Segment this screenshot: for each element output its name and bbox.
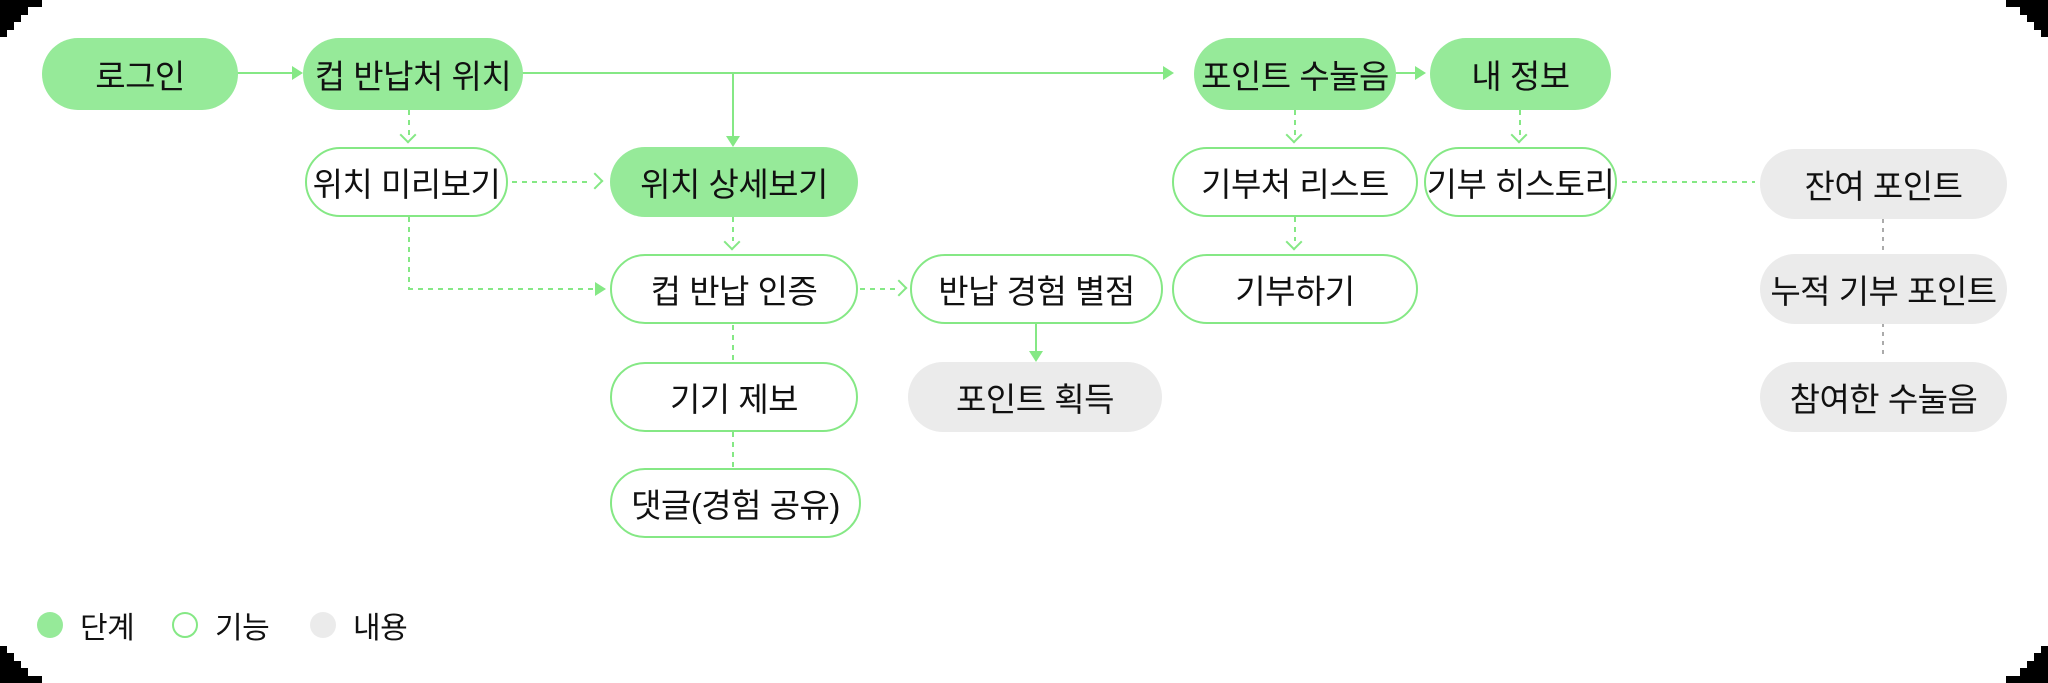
legend-item-content: 내용 [310, 599, 408, 651]
legend-function-dot-icon [172, 612, 198, 638]
legend-content-dot-icon [310, 612, 336, 638]
connector-rating-to-point-earn [1035, 324, 1037, 352]
corner-decoration [2005, 645, 2048, 683]
connector-my-info-to-history [1519, 110, 1521, 136]
chevron-down-icon [1510, 126, 1528, 144]
legend-item-function: 기능 [172, 599, 270, 651]
node-location-detail: 위치 상세보기 [610, 147, 858, 217]
arrowhead-right-icon [1163, 66, 1174, 80]
node-donation-history: 기부 히스토리 [1424, 147, 1617, 217]
arrowhead-right-icon [1415, 66, 1426, 80]
connector-cup-location-to-point-sunuleum [522, 72, 1164, 74]
chevron-down-icon [399, 126, 417, 144]
node-device-report: 기기 제보 [610, 362, 858, 432]
arrowhead-down-icon [1029, 351, 1043, 362]
connector-point-sunuleum-to-my-info [1378, 72, 1416, 74]
connector-verify-to-rating [860, 288, 896, 290]
node-cup-return-verify: 컵 반납 인증 [610, 254, 858, 324]
legend-step-label: 단계 [80, 612, 135, 645]
connector-preview-to-detail [512, 181, 592, 183]
connector-branch-to-location-detail [732, 74, 734, 137]
node-cup-return-location: 컵 반납처 위치 [303, 38, 523, 110]
chevron-down-icon [1285, 126, 1303, 144]
legend-item-step: 단계 [37, 599, 135, 651]
connector-remaining-to-cumulative [1882, 219, 1884, 251]
node-point-sunuleum: 포인트 수눌음 [1194, 38, 1396, 110]
corner-decoration [2005, 0, 2048, 38]
connector-point-sunuleum-to-donation-list [1294, 110, 1296, 136]
connector-preview-elbow-vertical [408, 217, 410, 289]
node-remaining-points: 잔여 포인트 [1760, 149, 2007, 219]
connector-cumulative-to-participated [1882, 323, 1884, 359]
legend-function-label: 기능 [215, 612, 270, 645]
connector-login-to-cup-location [237, 72, 293, 74]
arrowhead-down-icon [726, 136, 740, 147]
connector-cup-location-to-preview [408, 110, 410, 136]
node-location-preview: 위치 미리보기 [305, 147, 508, 217]
connector-device-report-to-comment [732, 432, 734, 468]
node-donate: 기부하기 [1172, 254, 1418, 324]
chevron-down-icon [1285, 233, 1303, 251]
corner-decoration [0, 0, 42, 37]
connector-history-to-remaining-points [1622, 181, 1755, 183]
connector-preview-elbow-horizontal [408, 288, 596, 290]
node-return-experience-rating: 반납 경험 별점 [910, 254, 1163, 324]
node-point-earn: 포인트 획득 [908, 362, 1162, 432]
arrowhead-right-icon [292, 66, 303, 80]
node-donation-list: 기부처 리스트 [1172, 147, 1418, 217]
chevron-right-icon [890, 279, 908, 297]
connector-detail-to-verify [732, 217, 734, 241]
legend-content-label: 내용 [353, 612, 408, 645]
node-comment-share: 댓글(경험 공유) [610, 468, 861, 538]
node-cumulative-donation-points: 누적 기부 포인트 [1760, 254, 2007, 324]
connector-verify-to-device-report [732, 325, 734, 362]
arrowhead-right-icon [595, 282, 606, 296]
node-my-info: 내 정보 [1430, 38, 1611, 110]
legend-step-dot-icon [37, 612, 63, 638]
connector-donation-list-to-donate [1294, 217, 1296, 241]
node-login: 로그인 [42, 38, 238, 110]
node-participated-sunuleum: 참여한 수눌음 [1760, 362, 2007, 432]
chevron-right-icon [586, 172, 604, 190]
chevron-down-icon [723, 233, 741, 251]
